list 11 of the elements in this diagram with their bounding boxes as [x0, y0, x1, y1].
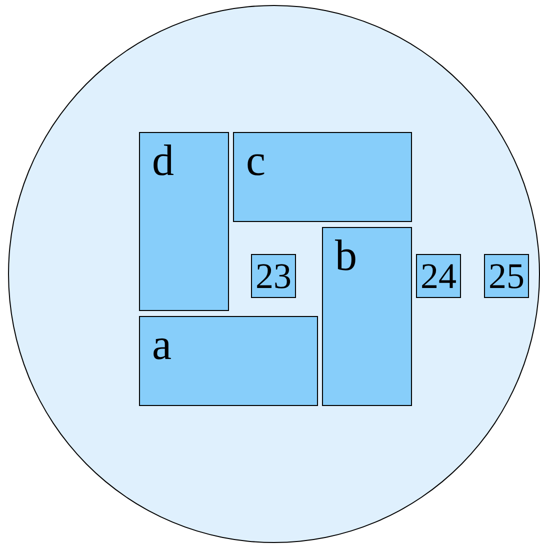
- node-label: 24: [420, 258, 456, 294]
- node-label: b: [335, 231, 357, 280]
- node-box: [139, 132, 229, 311]
- node-label: 25: [488, 258, 524, 294]
- node-label: c: [246, 136, 266, 185]
- node-box: [233, 132, 412, 222]
- node-box: [139, 316, 318, 406]
- node-label: 23: [256, 258, 292, 294]
- node-label: d: [152, 136, 174, 185]
- node-box: [322, 227, 412, 406]
- node-label: a: [152, 320, 172, 369]
